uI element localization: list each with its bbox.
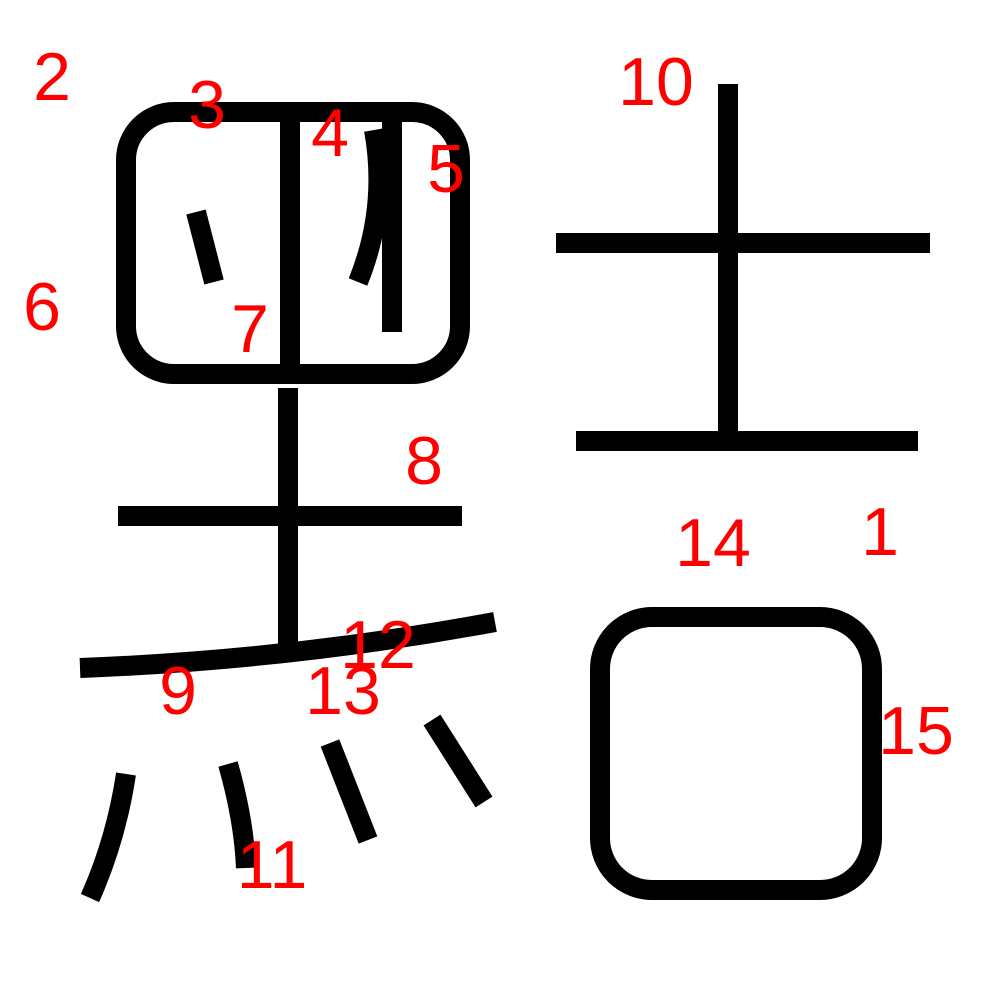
stroke-number-4: 4 xyxy=(311,95,349,171)
stroke-number-8: 8 xyxy=(405,423,443,499)
stroke-number-13: 13 xyxy=(305,653,381,729)
stroke-number-7: 7 xyxy=(231,291,269,367)
stroke-number-1: 1 xyxy=(861,494,899,570)
stroke-number-14: 14 xyxy=(675,505,751,581)
stroke-long-rising xyxy=(79,612,497,678)
stroke-dot-2 xyxy=(218,761,256,869)
character-strokes xyxy=(79,84,930,903)
stroke-number-5: 5 xyxy=(427,131,465,207)
stroke-number-2: 2 xyxy=(33,39,71,115)
stroke-number-11: 11 xyxy=(237,827,308,903)
stroke-dot-1 xyxy=(80,772,136,903)
stroke-dot-3 xyxy=(320,739,378,844)
stroke-dot-left xyxy=(186,209,224,285)
stroke-number-3: 3 xyxy=(188,67,226,143)
stroke-dot-4 xyxy=(423,714,493,808)
stroke-number-15: 15 xyxy=(878,693,954,769)
stroke-box-bottom xyxy=(590,607,882,900)
stroke-number-6: 6 xyxy=(23,269,61,345)
stroke-number-9: 9 xyxy=(159,653,197,729)
stroke-dot-right-curve xyxy=(348,128,389,286)
stroke-number-12: 12 xyxy=(340,607,416,683)
stroke-number-labels: 1 2 3 4 5 6 7 8 9 10 11 12 13 14 15 xyxy=(23,39,954,903)
stroke-number-10: 10 xyxy=(618,44,694,120)
